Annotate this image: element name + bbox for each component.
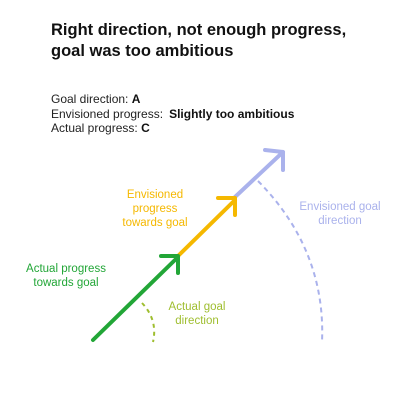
envisioned-progress-arrow <box>175 196 237 259</box>
actual-progress-value: C <box>141 121 150 135</box>
diagram-title: Right direction, not enough progress, go… <box>51 21 347 60</box>
envisioned-progress-label: Envisioned progress towards goal <box>122 189 188 229</box>
actual-progress-label: Actual progress: <box>51 121 138 135</box>
envisioned-goal-arc <box>257 180 324 343</box>
actual-goal-arc <box>141 302 156 343</box>
envisioned-progress-value: Slightly too ambitious <box>169 106 295 121</box>
actual-progress-arrow <box>91 254 180 342</box>
goal-direction-value: A <box>131 92 141 106</box>
envisioned-progress-row: Envisioned progress: Slightly too ambitio… <box>51 107 294 122</box>
actual-goal-direction-label: Actual goal direction <box>168 301 226 327</box>
goal-direction-row: Goal direction: A <box>51 92 294 107</box>
goal-direction-label: Goal direction: <box>51 92 129 106</box>
envisioned-goal-direction-label: Envisioned goal direction <box>299 201 381 227</box>
envisioned-progress-label: Envisioned progress: <box>51 106 164 121</box>
envisioned-goal-direction-arrow <box>233 148 285 199</box>
actual-progress-row: Actual progress: C <box>51 121 294 136</box>
actual-progress-label: Actual progress towards goal <box>26 263 106 289</box>
info-block: Goal direction: A Envisioned progress: Sl… <box>51 92 294 136</box>
